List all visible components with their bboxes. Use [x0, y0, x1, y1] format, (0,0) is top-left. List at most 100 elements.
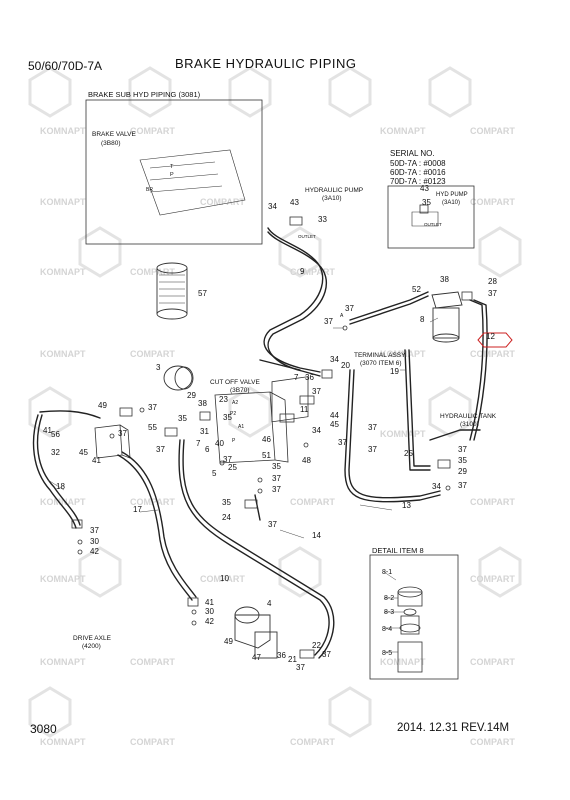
callout-37: 37: [148, 403, 157, 412]
watermark-text: COMPART: [470, 497, 515, 507]
port-t-label: T: [170, 164, 174, 170]
callout-37: 37: [488, 289, 497, 298]
watermark-text: KOMNAPT: [40, 497, 86, 507]
callout-6: 6: [205, 445, 210, 454]
fittings: [71, 204, 473, 659]
callout-9: 9: [300, 267, 305, 276]
callout-29: 29: [458, 467, 467, 476]
callout-41: 41: [43, 426, 52, 435]
port-p-label: P: [170, 172, 174, 178]
callout-37: 37: [322, 650, 331, 659]
callout-37: 37: [296, 663, 305, 672]
port-a-label: A: [340, 313, 344, 319]
drive-axle-label: DRIVE AXLE: [73, 635, 112, 642]
serial-line-1: 50D-7A : #0008: [390, 159, 446, 168]
callout-7: 7: [294, 373, 299, 382]
watermark-text: COMPART: [470, 197, 515, 207]
callout-14: 14: [312, 531, 321, 540]
callout-7: 7: [196, 439, 201, 448]
callout-38: 38: [198, 399, 207, 408]
callout-37: 37: [268, 520, 277, 529]
callout-37: 37: [90, 526, 99, 535]
watermark-text: KOMNAPT: [380, 657, 426, 667]
detail-item-5: 8-5: [382, 650, 392, 657]
callout-52: 52: [412, 285, 421, 294]
terminal-label: TERMINAL ASSY: [354, 352, 406, 359]
watermark-text: KOMNAPT: [380, 349, 426, 359]
callout-35: 35: [222, 498, 231, 507]
callout-3: 3: [156, 363, 161, 372]
watermark-text: KOMNAPT: [40, 126, 86, 136]
tank-filter-8: [431, 291, 463, 343]
hyd-tank-ref: (3100): [460, 421, 479, 428]
small-text-layer: BRAKE SUB HYD PIPING (3081) BRAKE VALVE …: [73, 90, 497, 657]
brake-valve-4: [234, 606, 278, 659]
callout-44: 44: [330, 411, 339, 420]
watermark-text: COMPART: [470, 657, 515, 667]
serial-pump-label: HYD PUMP: [436, 192, 468, 198]
callout-4: 4: [267, 599, 272, 608]
detail-item-2: 8-2: [384, 595, 394, 602]
callout-35: 35: [422, 198, 431, 207]
callout-5: 5: [212, 469, 217, 478]
terminal-ref: (3070 ITEM 6): [360, 360, 402, 367]
callout-47: 47: [252, 653, 261, 662]
callout-30: 30: [205, 607, 214, 616]
callout-13: 13: [402, 501, 411, 510]
port-p-label: P: [232, 438, 236, 444]
pipe-layer: [32, 227, 488, 659]
watermark-text: COMPART: [200, 197, 245, 207]
callout-31: 31: [200, 427, 209, 436]
cutoff-ref: (3B70): [230, 387, 250, 394]
hyd-pump-label: HYDRAULIC PUMP: [305, 187, 363, 194]
callout-36: 36: [305, 373, 314, 382]
detail-title: DETAIL ITEM 8: [372, 546, 424, 555]
port-a1-label: A1: [238, 424, 244, 430]
serial-pump-ref: (3A10): [442, 200, 460, 206]
callout-32: 32: [51, 448, 60, 457]
callout-48: 48: [302, 456, 311, 465]
callout-23: 23: [219, 395, 228, 404]
serial-box: [387, 185, 475, 249]
watermark-text: KOMNAPT: [380, 429, 426, 439]
detail-item-4: 8-4: [382, 626, 392, 633]
revision-label: 2014. 12.31 REV.14M: [397, 722, 510, 734]
watermark-text: KOMNAPT: [40, 574, 86, 584]
callout-28: 28: [488, 277, 497, 286]
callout-35: 35: [178, 414, 187, 423]
callout-17: 17: [133, 505, 142, 514]
callout-12-frame: [477, 332, 513, 348]
outlet-label: OUTLET: [298, 234, 316, 239]
page-number: 3080: [30, 722, 57, 736]
callout-34: 34: [432, 482, 441, 491]
watermark-text: COMPART: [290, 497, 335, 507]
cutoff-valve-block: [214, 376, 309, 464]
serial-title: SERIAL NO.: [390, 149, 435, 158]
watermark-text: COMPART: [470, 737, 515, 747]
callout-30: 30: [90, 537, 99, 546]
port-br-label: BR: [146, 187, 153, 193]
callout-37: 37: [345, 304, 354, 313]
watermark-text: COMPART: [290, 737, 335, 747]
watermark-text: COMPART: [130, 349, 175, 359]
callout-35: 35: [223, 413, 232, 422]
callout-37: 37: [324, 317, 333, 326]
detail-item-1: 8-1: [382, 569, 392, 576]
callout-46: 46: [262, 435, 271, 444]
watermark-text: KOMNAPT: [40, 197, 86, 207]
watermark-text: COMPART: [130, 657, 175, 667]
watermark-text: KOMNAPT: [40, 737, 86, 747]
callout-25: 25: [404, 449, 413, 458]
callout-37: 37: [272, 474, 281, 483]
callout-37: 37: [368, 445, 377, 454]
callout-41: 41: [205, 598, 214, 607]
cutoff-label: CUT OFF VALVE: [210, 379, 261, 386]
callout-29: 29: [187, 391, 196, 400]
callout-37: 37: [458, 445, 467, 454]
callout-37: 37: [223, 455, 232, 464]
watermark-text: COMPART: [470, 574, 515, 584]
watermark-text: COMPART: [290, 267, 335, 277]
callout-42: 42: [205, 617, 214, 626]
callout-56: 56: [51, 430, 60, 439]
